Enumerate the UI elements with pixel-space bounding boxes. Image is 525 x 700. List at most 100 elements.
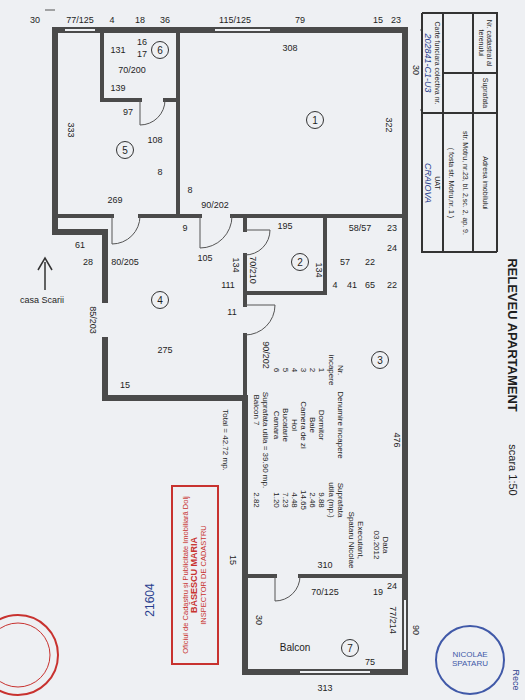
table-cell: 7.23 (281, 492, 289, 508)
dimension-label: 134 (231, 257, 240, 272)
node-text: 3 (377, 355, 383, 366)
node-text: NICOLAE SPATARU (445, 651, 495, 669)
dimension-label: 131 (110, 46, 125, 55)
table-text: CRAIOVA (421, 113, 433, 253)
dimension-label: 111 (221, 281, 235, 290)
dimension-label: 61 (75, 241, 85, 250)
dimension-label: 15 (120, 381, 130, 390)
node-text: INSPECTOR DE CADASTRU (200, 525, 208, 624)
dimension-label: 15 (228, 555, 237, 565)
room-number: 6 (151, 41, 169, 59)
dimension-label: 139 (110, 84, 125, 93)
dimension-label: 310 (317, 561, 332, 570)
node-text: 4 (157, 295, 163, 306)
room-name: Balcon (280, 643, 311, 653)
table-cell: Balcon 7 (252, 394, 260, 425)
outer-wall (55, 30, 405, 672)
dimension-label: 4 (109, 16, 114, 25)
table-cell: Hol (290, 419, 298, 431)
dimension-label: 77/214 (388, 606, 397, 634)
dimension-label: 476 (392, 432, 401, 447)
dimension-label: 322 (384, 117, 393, 132)
table-cell: 2.46 (308, 492, 316, 508)
dimension-label: 70/125 (311, 588, 339, 597)
dimension-label: 23 (391, 16, 401, 25)
table-cell: Suprafata (336, 483, 344, 518)
dimension-label: 24 (387, 244, 397, 253)
table-text: Nr. cadastral al terenului (473, 13, 497, 73)
table-cell: 2 (308, 368, 316, 372)
author-note: Executant, (356, 521, 364, 559)
author-note: Spataru Nicolae (347, 512, 355, 569)
node-text: 1 (312, 115, 318, 126)
dimension-label: 16 (137, 38, 147, 47)
info-table: Nr. cadastral al terenuluiSuprafataAdres… (422, 12, 498, 252)
node-text: 7 (347, 643, 353, 654)
dimension-label: 275 (157, 346, 172, 355)
node-text: 6 (157, 45, 163, 56)
table-text: Carte funciara colectiva nr. (433, 13, 442, 113)
dimension-label: 30 (30, 16, 40, 25)
table-cell: 3 (299, 368, 307, 372)
table-cell: 14.65 (299, 490, 307, 510)
table-cell: Bucatarie (281, 408, 289, 442)
dimension-label: 30 (411, 65, 420, 75)
dimension-line (45, 10, 440, 110)
table-cell: 4.48 (290, 492, 298, 508)
dimension-label: 4 (332, 281, 337, 290)
node-text: 5 (122, 145, 128, 156)
date-note: 03.2012 (372, 531, 380, 560)
dimension-label: 9 (182, 224, 187, 233)
dimension-label: 195 (277, 222, 292, 231)
table-cell-frame (443, 73, 473, 113)
dimension-label: 105 (197, 254, 212, 263)
entrance-arrow (38, 258, 52, 290)
round-stamp (0, 615, 58, 695)
table-cell: Suprafata utila = 39.90 mp. (261, 392, 269, 488)
dimension-label: 269 (107, 196, 122, 205)
handwritten-note: 21604 (144, 583, 156, 616)
date-note: Data (381, 537, 389, 554)
window (65, 30, 405, 672)
table-cell: 9.88 (317, 492, 325, 508)
dimension-label: 24 (387, 582, 397, 591)
table-cell: Camera de zi (299, 401, 307, 449)
table-text: 202841-C1-U3 (421, 13, 433, 113)
dimension-label: 75 (365, 658, 375, 667)
dimension-label: 28 (83, 258, 93, 267)
dimension-label: 65 (365, 281, 375, 290)
dimension-label: 58/57 (349, 224, 372, 233)
table-cell: Nr. (336, 365, 344, 375)
room-number: 3 (371, 351, 389, 369)
dimension-label: 22 (365, 258, 375, 267)
dimension-label: 134 (314, 262, 323, 277)
dimension-label: 333 (66, 122, 75, 137)
table-text: str. Motru, nr.23, bl. 2,sc. 2, ap. 9. (458, 113, 472, 253)
table-cell: Baie (308, 417, 316, 433)
dimension-label: 15 (373, 16, 383, 25)
office-stamp: Oficiul de Cadastru și Publicitate Imobi… (171, 485, 219, 665)
dimension-label: 108 (147, 136, 162, 145)
table-cell: 1.20 (272, 492, 280, 508)
dimension-label: 23 (387, 224, 397, 233)
table-cell: utila (mp.) (327, 482, 335, 518)
table-cell: Dormitor (317, 410, 325, 441)
table-cell: Denumire incapere (336, 391, 344, 459)
dimension-label: 308 (282, 44, 297, 53)
dimension-label: 8 (187, 186, 192, 195)
dimension-label: 30 (254, 615, 263, 625)
table-cell-frame (443, 13, 473, 73)
dimension-label: 115/125 (219, 16, 251, 25)
room-number: 2 (291, 253, 309, 271)
plan-title: RELEVEU APARTAMENT (506, 258, 519, 412)
dimension-label: 80/205 (111, 258, 139, 267)
round-stamp: NICOLAE SPATARU (435, 625, 505, 695)
room-number: 1 (306, 111, 324, 129)
dimension-label: 79 (295, 16, 305, 25)
dimension-label: 19 (373, 588, 383, 597)
table-cell: 4 (290, 368, 298, 372)
scale-note: scara 1:50 (507, 444, 518, 495)
node-text: 2 (297, 257, 303, 268)
dimension-label: 70/210 (248, 256, 257, 284)
room-number: 4 (151, 291, 169, 309)
